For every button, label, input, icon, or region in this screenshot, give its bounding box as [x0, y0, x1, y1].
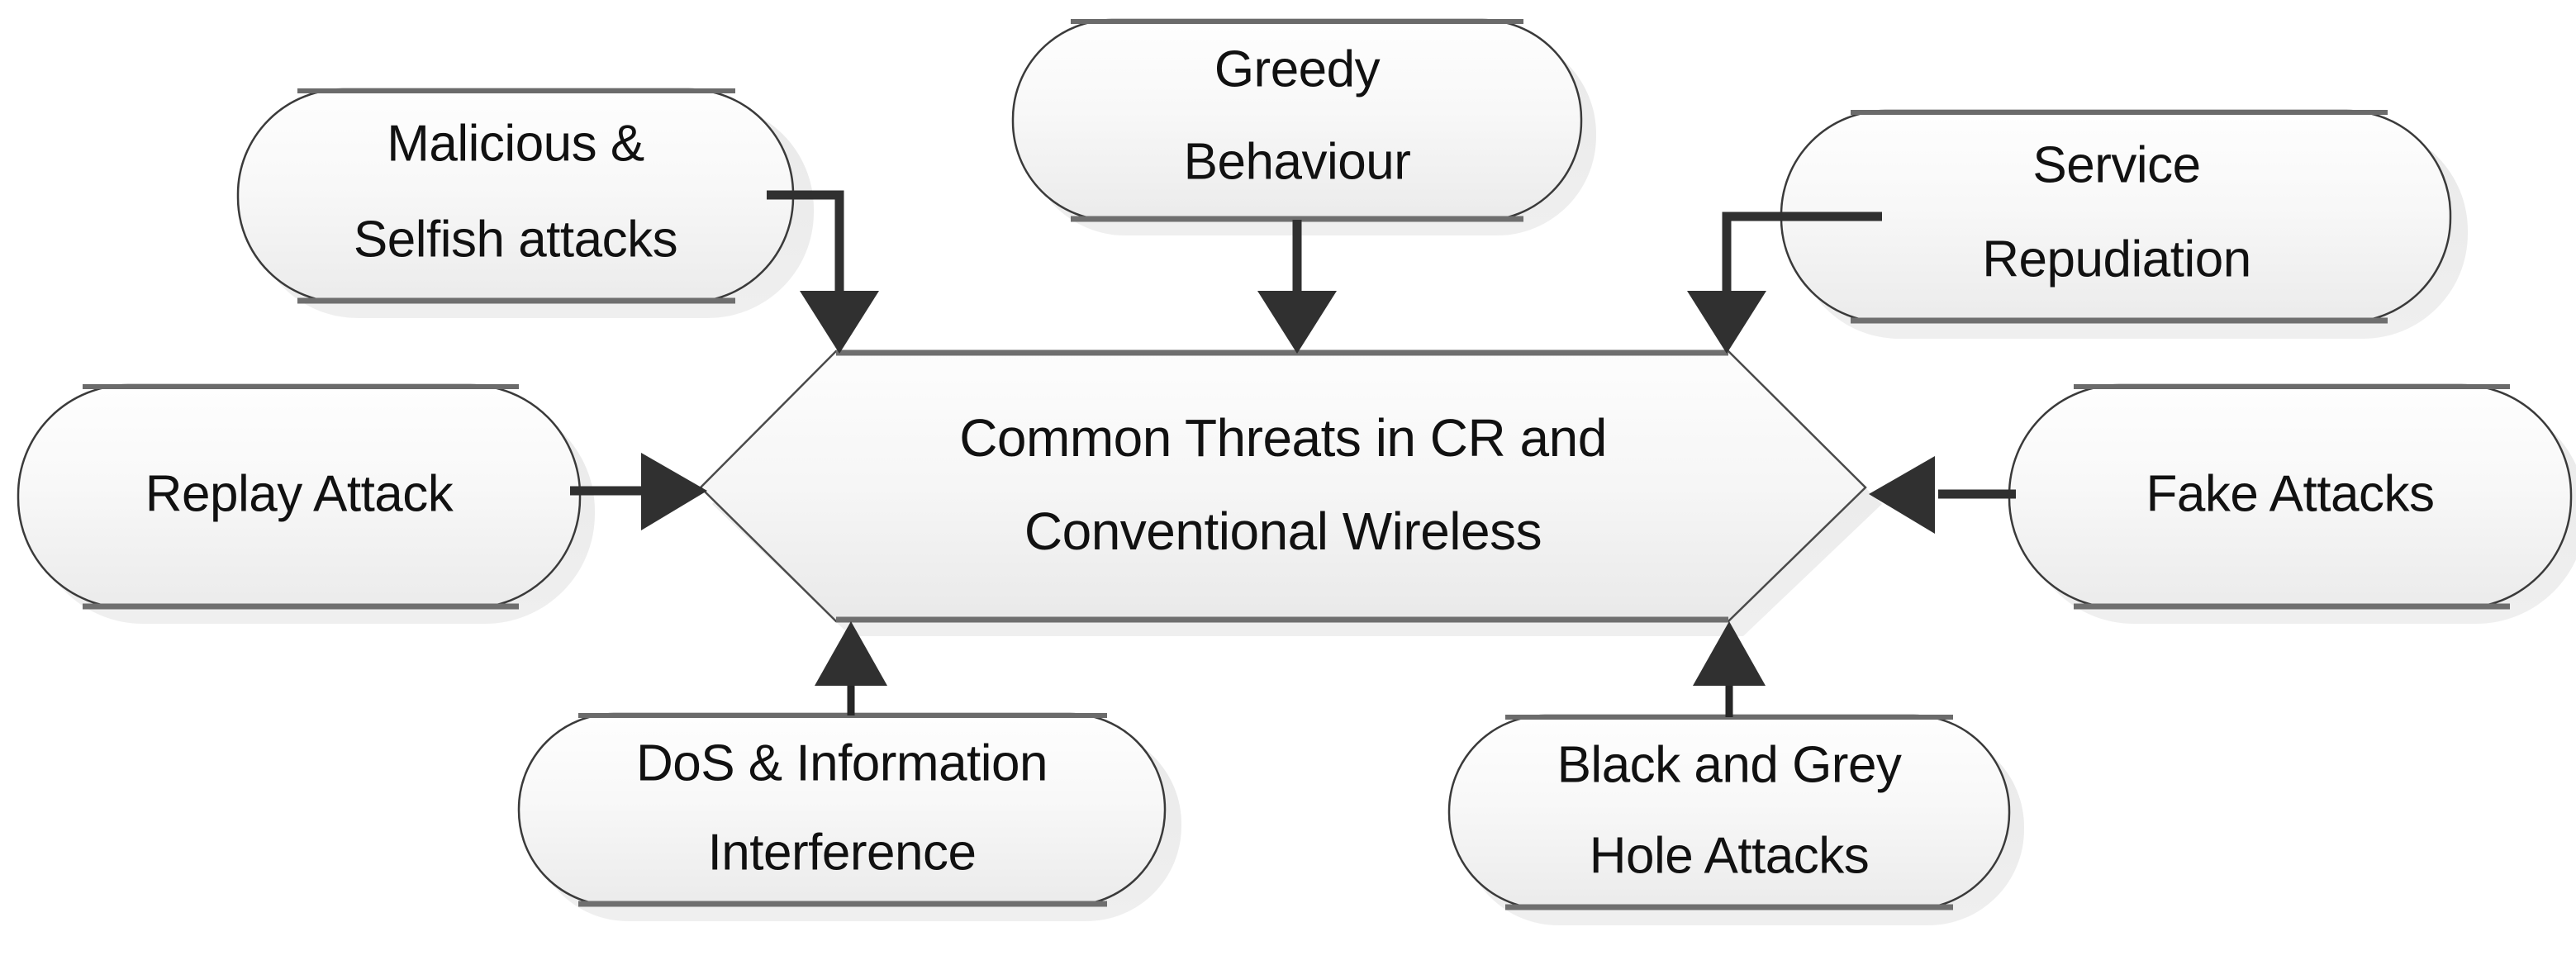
dos-label-line1: DoS & Information	[636, 734, 1048, 791]
edge-fake-to-hub	[1869, 456, 2016, 534]
node-service-repudiation[interactable]: Service Repudiation	[1780, 109, 2452, 324]
node-replay-attack[interactable]: Replay Attack	[17, 383, 582, 610]
malicious-label-line2: Selfish attacks	[354, 211, 677, 268]
fake-label: Fake Attacks	[2146, 465, 2435, 522]
edge-dos-to-hub	[815, 621, 887, 715]
edge-service-to-hub	[1687, 212, 1882, 354]
node-greedy-behaviour[interactable]: Greedy Behaviour	[1011, 18, 1583, 222]
edge-greedy-to-hub	[1257, 220, 1337, 354]
edge-malicious-to-hub	[767, 190, 879, 354]
node-black-grey-hole-attacks[interactable]: Black and Grey Hole Attacks	[1447, 714, 2011, 910]
hexagon-shape	[699, 349, 1867, 623]
service-label-line1: Service	[2032, 136, 2200, 193]
blackgrey-label-line2: Hole Attacks	[1590, 827, 1870, 884]
edge-blackgrey-to-hub	[1693, 621, 1766, 717]
common-threats-hub[interactable]: Common Threats in CR and Conventional Wi…	[699, 349, 1867, 623]
edge-replay-to-hub	[570, 453, 707, 530]
greedy-label-line2: Behaviour	[1184, 133, 1411, 190]
greedy-label-line1: Greedy	[1214, 40, 1381, 97]
dos-label-line2: Interference	[708, 824, 977, 881]
node-fake-attacks[interactable]: Fake Attacks	[2008, 383, 2573, 610]
node-malicious-selfish-attacks[interactable]: Malicious & Selfish attacks	[236, 88, 795, 304]
service-label-line2: Repudiation	[1982, 231, 2250, 288]
node-dos-information-interference[interactable]: DoS & Information Interference	[517, 712, 1167, 907]
malicious-label-line1: Malicious &	[387, 115, 644, 172]
hub-label-line2: Conventional Wireless	[1024, 502, 1542, 561]
hub-label-line1: Common Threats in CR and	[959, 408, 1607, 468]
replay-label: Replay Attack	[145, 465, 454, 522]
blackgrey-label-line1: Black and Grey	[1557, 736, 1902, 793]
